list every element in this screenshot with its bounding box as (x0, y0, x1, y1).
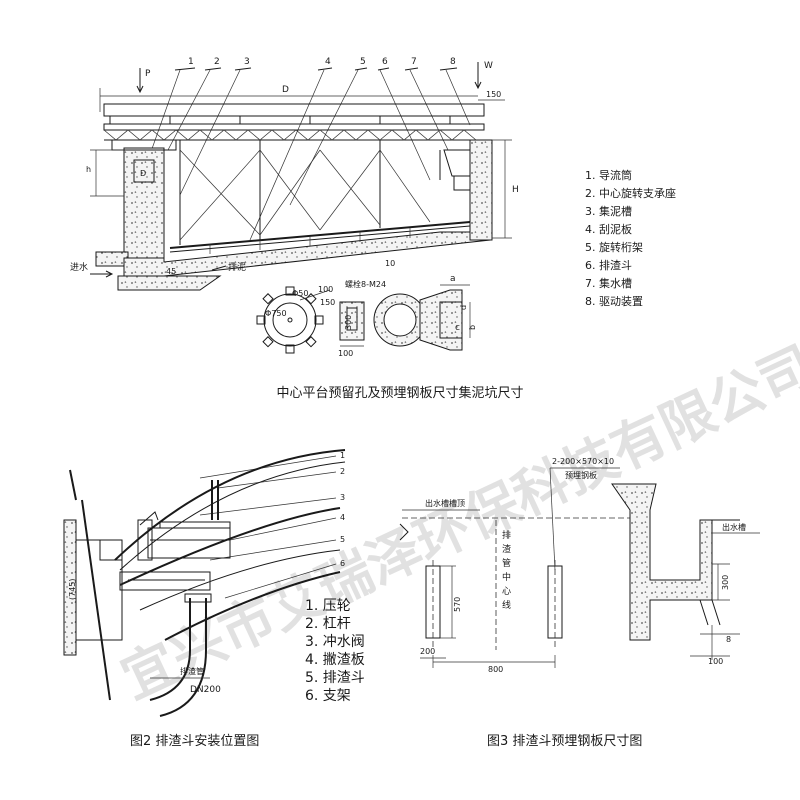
callout-8: 8 (450, 57, 456, 67)
dim-200: 200 (420, 647, 435, 656)
callout-6: 6 (340, 559, 345, 568)
legend-item: 3. 集泥槽 (585, 204, 632, 218)
dim-570: 570 (453, 597, 462, 612)
callout-3: 3 (340, 493, 345, 502)
callout-7: 7 (411, 57, 417, 67)
label-W: W (484, 61, 493, 71)
callout-6: 6 (382, 57, 388, 67)
callout-3: 3 (244, 57, 250, 67)
dim-100a: 100 (318, 285, 333, 294)
legend-item: 6. 支架 (305, 688, 351, 704)
dim-745: (745) (68, 578, 77, 600)
figure-3-embedded-plate: 2-200×570×10 预埋钢板 出水槽槽顶 排 渣 管 中 心 线 570 … (399, 457, 760, 749)
legend-item: 6. 排渣斗 (585, 258, 632, 272)
dim-150: 150 (486, 90, 501, 99)
callout-5: 5 (360, 57, 366, 67)
centerline-char: 线 (502, 599, 511, 611)
legend-item: 4. 刮泥板 (585, 222, 632, 236)
legend-item: 2. 中心旋转支承座 (585, 186, 676, 200)
legend-item: 5. 排渣斗 (305, 670, 365, 686)
figure-2-legend: 1. 压轮 2. 杠杆 3. 冲水阀 4. 撇渣板 5. 排渣斗 6. 支架 (305, 598, 365, 704)
label-b: b (468, 325, 477, 330)
dim-300: 300 (344, 315, 353, 330)
label-a: a (450, 274, 456, 284)
label-D: D (282, 85, 289, 95)
centerline-char: 管 (502, 557, 511, 569)
dim-100: 100 (708, 657, 723, 666)
label-inlet: 进水 (70, 261, 88, 273)
label-H: H (512, 185, 519, 195)
svg-text:D: D (140, 169, 146, 178)
label-phi750: Φ750 (265, 309, 287, 318)
callout-2: 2 (214, 57, 220, 67)
legend-item: 7. 集水槽 (585, 276, 632, 290)
legend-item: 5. 旋转桁架 (585, 240, 643, 254)
dim-100b: 100 (338, 349, 353, 358)
legend-item: 2. 杠杆 (305, 616, 351, 632)
dim-800: 800 (488, 665, 503, 674)
label-plate-name: 预埋钢板 (565, 470, 597, 480)
callout-1: 1 (188, 57, 194, 67)
label-dn200: DN200 (190, 685, 221, 695)
label-plate-spec: 2-200×570×10 (552, 457, 614, 466)
legend-item: 4. 撇渣板 (305, 652, 365, 668)
callout-4: 4 (325, 57, 331, 67)
centerline-char: 心 (502, 586, 511, 597)
figure-1-legend: 1. 导流筒 2. 中心旋转支承座 3. 集泥槽 4. 刮泥板 5. 旋转桁架 … (585, 168, 676, 308)
label-P: P (145, 69, 151, 79)
figure-1-clarifier-section: 1 2 3 4 5 6 7 8 P W D 150 (70, 57, 676, 401)
legend-item: 1. 导流筒 (585, 168, 632, 182)
centerline-char: 中 (502, 571, 511, 583)
legend-item: 3. 冲水阀 (305, 634, 365, 650)
label-bolt: 螺栓8-M24 (345, 279, 386, 289)
legend-item: 8. 驱动装置 (585, 295, 643, 308)
centerline-char: 排 (502, 529, 511, 541)
figure-3-caption: 图3 排渣斗预埋钢板尺寸图 (487, 734, 642, 749)
figure-2-caption: 图2 排渣斗安装位置图 (130, 734, 259, 749)
label-trough-top: 出水槽槽顶 (425, 498, 465, 508)
label-d: d (459, 305, 468, 310)
callout-2: 2 (340, 467, 345, 476)
legend-item: 1. 压轮 (305, 598, 351, 614)
dim-150-bolt: 150 (320, 298, 335, 307)
label-trough: 出水槽 (722, 522, 746, 532)
figure-2-scum-hopper: 1 2 3 4 5 6 (745) (63, 449, 365, 749)
callout-4: 4 (340, 513, 345, 522)
label-pipe: 排渣管 (180, 666, 204, 676)
dim-300: 300 (721, 575, 730, 590)
figure-1-caption: 中心平台预留孔及预埋钢板尺寸集泥坑尺寸 (276, 385, 523, 401)
callout-5: 5 (340, 535, 345, 544)
centerline-char: 渣 (502, 543, 511, 555)
centerline-label: 排 渣 管 中 心 线 (502, 529, 511, 611)
label-phi50: Φ50 (292, 289, 308, 298)
dim-45: 45 (166, 267, 176, 276)
callout-1: 1 (340, 451, 345, 460)
dim-10: 10 (385, 259, 395, 268)
label-c: c (455, 323, 460, 333)
label-h: h (86, 165, 91, 174)
dim-8: 8 (726, 635, 731, 644)
label-outlet: 排泥 (228, 261, 246, 273)
